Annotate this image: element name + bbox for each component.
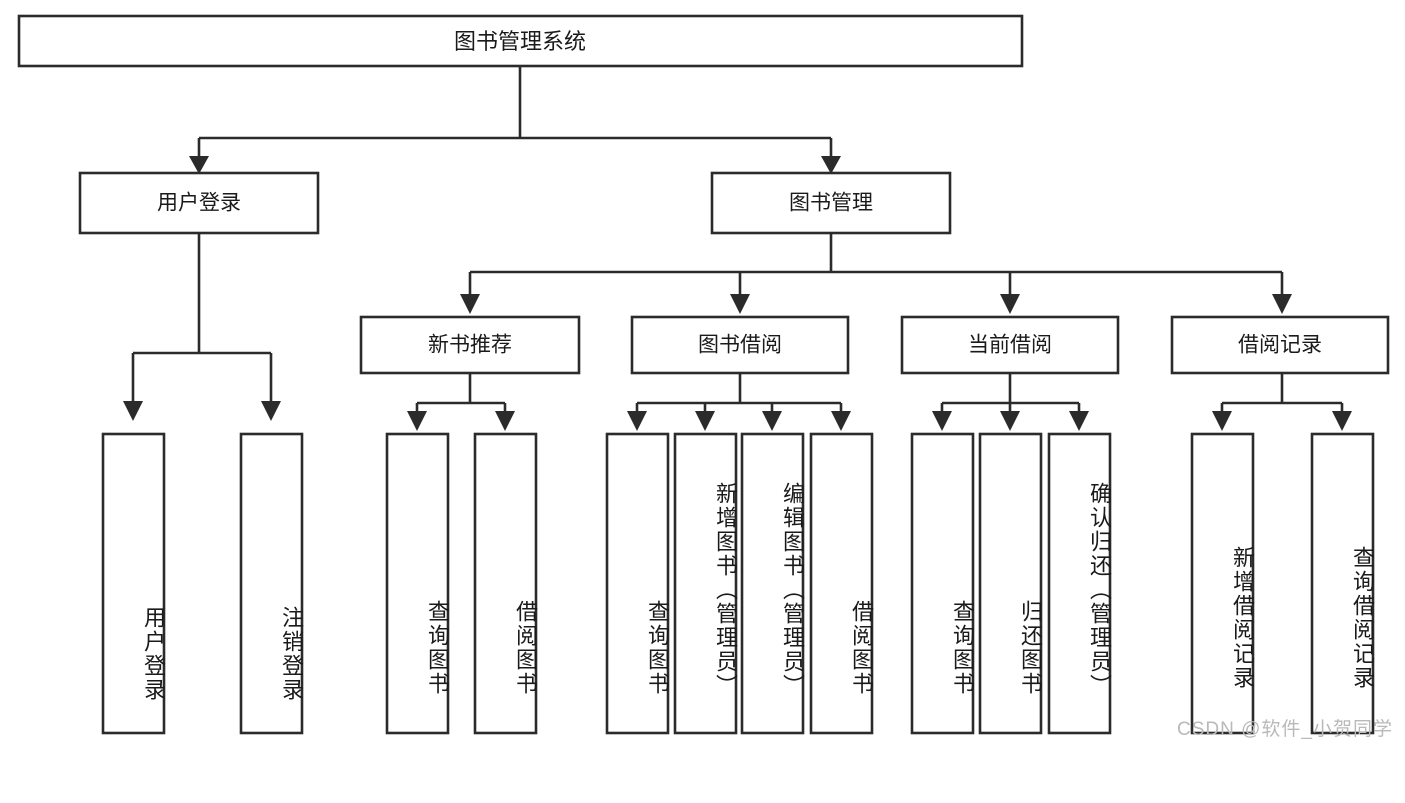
- leaf-rect-user-login[interactable]: [101, 432, 166, 735]
- node-new-book-recommend-rect[interactable]: [359, 315, 581, 375]
- arrowhead-leaf-confirm-return: [1069, 411, 1089, 431]
- arrowhead-leaf-add-record: [1212, 411, 1232, 431]
- node-new-book-recommend[interactable]: 新书推荐: [359, 315, 581, 375]
- connector-bookmanage-bus: [468, 233, 1284, 296]
- node-root[interactable]: 图书管理系统: [17, 14, 1024, 68]
- node-current-borrow-label: 当前借阅: [968, 334, 1052, 357]
- arrowhead-leaf-borrow-book-2: [831, 411, 851, 431]
- node-book-manage-label: 图书管理: [789, 192, 873, 215]
- arrowhead-leaf-query-book-1: [407, 411, 427, 431]
- node-root-label: 图书管理系统: [454, 29, 586, 54]
- node-borrow-record[interactable]: 借阅记录: [1170, 315, 1390, 375]
- node-book-manage-rect[interactable]: [710, 171, 952, 235]
- arrowhead-to-user-login: [189, 156, 209, 174]
- node-borrow-record-label: 借阅记录: [1238, 334, 1322, 357]
- connector-group: [123, 66, 1352, 431]
- leaf-boxes: [101, 432, 1375, 735]
- connector-root-bus: [197, 66, 833, 158]
- arrowhead-to-book-manage: [821, 156, 841, 174]
- leaf-rect-query-record[interactable]: [1310, 432, 1375, 735]
- tree-diagram-svg: 图书管理系统 用户登录 图书管理 新书推荐 图书借阅 当前借阅 借阅记录: [17, 14, 1390, 735]
- connector-newbook-bus: [415, 373, 507, 413]
- leaf-rect-borrow-book-1[interactable]: [473, 432, 538, 735]
- arrowhead-to-book-borrow: [730, 294, 750, 314]
- arrowhead-to-current-borrow: [1000, 294, 1020, 314]
- leaf-rect-edit-book[interactable]: [740, 432, 805, 735]
- leaf-rect-return-book[interactable]: [978, 432, 1043, 735]
- leaf-rect-add-book[interactable]: [673, 432, 738, 735]
- arrowhead-leaf-add-book: [695, 411, 715, 431]
- leaf-rect-logout[interactable]: [239, 432, 304, 735]
- arrowhead-leaf-logout: [261, 401, 281, 421]
- leaf-rect-query-book-1[interactable]: [385, 432, 450, 735]
- node-user-login[interactable]: 用户登录: [78, 171, 320, 235]
- node-current-borrow[interactable]: 当前借阅: [900, 315, 1120, 375]
- leaf-rect-query-book-3[interactable]: [910, 432, 975, 735]
- node-book-manage[interactable]: 图书管理: [710, 171, 952, 235]
- arrowhead-to-borrow-record: [1272, 294, 1292, 314]
- arrowhead-leaf-query-book-3: [932, 411, 952, 431]
- arrowhead-leaf-edit-book: [762, 411, 782, 431]
- node-root-rect[interactable]: [17, 14, 1024, 68]
- leaf-rect-add-record[interactable]: [1190, 432, 1255, 735]
- node-borrow-record-rect[interactable]: [1170, 315, 1390, 375]
- node-book-borrow[interactable]: 图书借阅: [630, 315, 850, 375]
- arrowhead-leaf-borrow-book-1: [495, 411, 515, 431]
- connector-userlogin-bus: [131, 233, 273, 403]
- diagram-canvas: 图书管理系统 用户登录 图书管理 新书推荐 图书借阅 当前借阅 借阅记录: [17, 14, 1393, 740]
- arrowhead-to-new-book: [460, 294, 480, 314]
- connector-bookborrow-bus: [635, 373, 843, 413]
- arrowhead-leaf-return-book: [1000, 411, 1020, 431]
- arrowhead-leaf-user-login: [123, 401, 143, 421]
- connector-currentborrow-bus: [940, 373, 1081, 413]
- leaf-rect-confirm-return[interactable]: [1047, 432, 1112, 735]
- node-user-login-rect[interactable]: [78, 171, 320, 235]
- watermark-text: CSDN @软件_小贺同学: [1177, 719, 1393, 740]
- connector-borrowrecord-bus: [1220, 373, 1344, 413]
- leaf-rect-borrow-book-2[interactable]: [809, 432, 874, 735]
- node-book-borrow-rect[interactable]: [630, 315, 850, 375]
- leaf-rect-query-book-2[interactable]: [605, 432, 670, 735]
- arrowhead-leaf-query-record: [1332, 411, 1352, 431]
- node-user-login-label: 用户登录: [157, 192, 241, 215]
- node-new-book-recommend-label: 新书推荐: [428, 334, 512, 357]
- node-book-borrow-label: 图书借阅: [698, 334, 782, 357]
- node-current-borrow-rect[interactable]: [900, 315, 1120, 375]
- arrowhead-leaf-query-book-2: [627, 411, 647, 431]
